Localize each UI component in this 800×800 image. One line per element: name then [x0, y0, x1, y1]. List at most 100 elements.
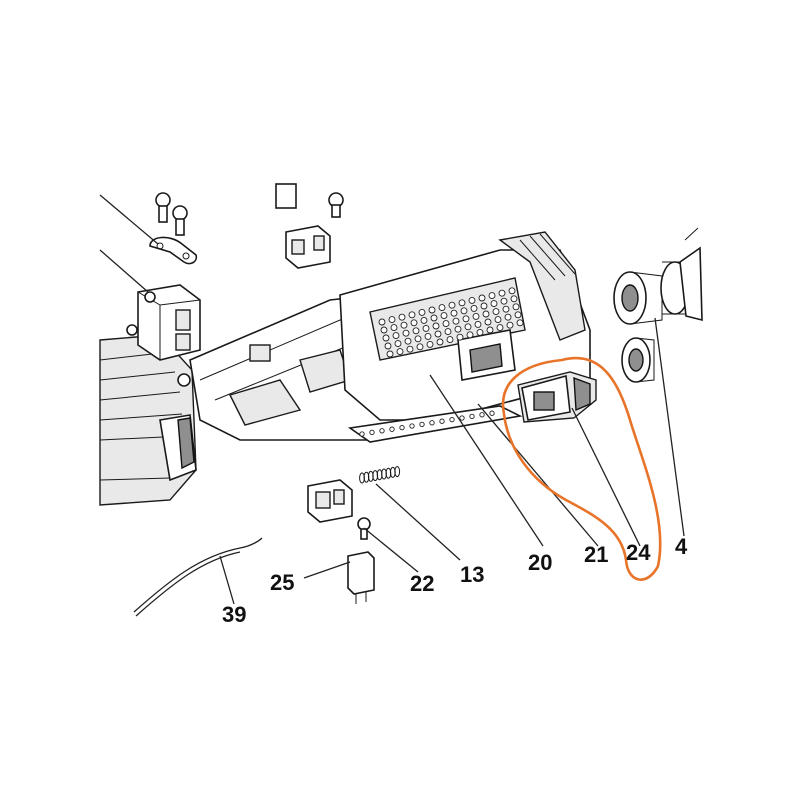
- vent-hole: [504, 313, 512, 321]
- vent-hole: [414, 335, 422, 343]
- vent-hole: [466, 331, 474, 339]
- rail-hole: [439, 418, 445, 424]
- vent-hole: [516, 319, 524, 327]
- guide-rail: [347, 405, 523, 443]
- leader-lines: [219, 317, 685, 605]
- vent-hole: [442, 320, 450, 328]
- vent-hole: [494, 316, 502, 324]
- vent-hole: [418, 308, 426, 316]
- vent-hole: [454, 325, 462, 333]
- vent-hole: [480, 302, 488, 310]
- vent-hole: [412, 327, 420, 335]
- vent-hole: [502, 305, 510, 313]
- highlight-circle: [501, 356, 662, 581]
- vent-hole: [402, 329, 410, 337]
- vent-hole: [446, 336, 454, 344]
- leader-13: [375, 483, 461, 561]
- vent-hole: [432, 322, 440, 330]
- vent-hole: [436, 338, 444, 346]
- leader-screw: [99, 194, 159, 245]
- spring-coil: [394, 466, 401, 478]
- vent-hole: [510, 295, 518, 303]
- vent-hole: [500, 297, 508, 305]
- callout-24: 24: [626, 540, 651, 565]
- vent-hole: [514, 311, 522, 319]
- terminal-block: [126, 284, 201, 361]
- switch-top: [275, 183, 344, 269]
- vent-hole: [486, 326, 494, 334]
- leader-24: [571, 407, 641, 547]
- rail-hole: [459, 415, 465, 421]
- vent-hole: [506, 321, 514, 329]
- vent-hole: [426, 340, 434, 348]
- vent-hole: [458, 299, 466, 307]
- gear-shaft: [679, 227, 703, 322]
- leader-21: [477, 403, 599, 547]
- leader-20: [429, 374, 544, 547]
- bearing-large: [613, 261, 690, 325]
- vent-hole: [388, 316, 396, 324]
- vent-hole: [396, 348, 404, 356]
- vent-hole: [448, 301, 456, 309]
- callout-25: 25: [270, 570, 294, 595]
- vent-hole: [512, 303, 520, 311]
- vent-hole: [410, 319, 418, 327]
- vent-hole: [450, 309, 458, 317]
- screw-clamp-set: [149, 192, 198, 265]
- vent-hole: [398, 313, 406, 321]
- vent-hole: [378, 318, 386, 326]
- callout-20: 20: [528, 550, 552, 575]
- vent-hole: [408, 311, 416, 319]
- vent-hole: [390, 324, 398, 332]
- rail-hole: [469, 413, 475, 420]
- vent-hole: [496, 324, 504, 332]
- callout-labels: 39 25 22 13 20 21 24 4: [222, 534, 688, 627]
- rail-hole: [489, 410, 495, 416]
- spring-part-13: [359, 466, 401, 484]
- rail-hole: [429, 420, 435, 426]
- vent-hole: [420, 316, 428, 324]
- callout-39: 39: [222, 602, 246, 627]
- vent-hole: [422, 324, 430, 332]
- vent-hole: [478, 294, 486, 302]
- trigger-part-24: [517, 371, 597, 423]
- vent-hole: [476, 328, 484, 336]
- rail-hole: [409, 423, 415, 429]
- vent-hole: [490, 300, 498, 308]
- vent-hole: [474, 320, 482, 328]
- vent-hole: [482, 310, 490, 318]
- vent-hole: [508, 287, 516, 295]
- vent-hole: [382, 334, 390, 342]
- vent-hole: [468, 296, 476, 304]
- vent-hole: [384, 342, 392, 350]
- callout-4: 4: [675, 534, 688, 559]
- vent-hole: [470, 304, 478, 312]
- vent-hole: [492, 308, 500, 316]
- callout-22: 22: [410, 571, 434, 596]
- leader-25: [303, 561, 351, 579]
- rail-hole: [379, 428, 385, 434]
- vent-hole: [394, 340, 402, 348]
- vent-hole: [462, 315, 470, 323]
- leader-terminal: [99, 249, 149, 293]
- rail-perforations: [359, 410, 495, 437]
- wire-part-39: [133, 537, 263, 613]
- vent-hole: [424, 332, 432, 340]
- vent-hole: [404, 337, 412, 345]
- leader-4: [654, 317, 685, 537]
- rail-hole: [359, 431, 365, 437]
- switch-part-22: [307, 479, 371, 540]
- leader-22: [363, 527, 419, 573]
- rail-hole: [479, 412, 485, 418]
- vent-hole: [488, 292, 496, 300]
- vent-hole: [386, 350, 394, 358]
- motor-housing: [99, 334, 197, 506]
- vent-hole: [440, 312, 448, 320]
- rail-hole: [449, 416, 455, 423]
- vent-hole: [456, 333, 464, 341]
- vent-hole: [460, 307, 468, 315]
- vent-hole: [406, 345, 414, 353]
- bearing-small: [621, 337, 655, 383]
- vent-hole: [438, 304, 446, 312]
